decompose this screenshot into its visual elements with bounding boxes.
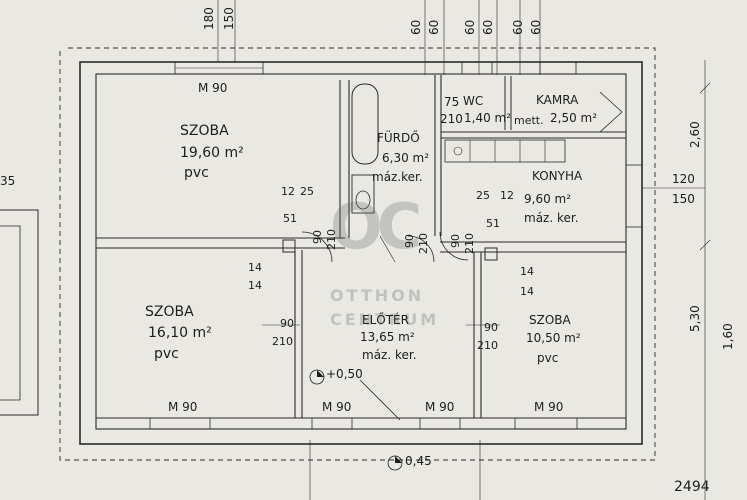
room-area-wc: 1,40 m² — [464, 111, 512, 125]
dim-right-260: 2,60 — [688, 121, 702, 148]
level-marker-045: 0,45 — [405, 454, 432, 468]
watermark-line2: CENTRUM — [330, 310, 440, 329]
level-marker-050: +0,50 — [326, 367, 363, 381]
door-dim-14b: 14 — [248, 279, 262, 292]
room-area-szoba-3: 10,50 m² — [526, 331, 581, 345]
watermark-logo: OC — [330, 190, 422, 263]
room-name-wc: WC — [463, 94, 484, 108]
dim-top-150: 150 — [222, 7, 236, 30]
door-dim-14c: 14 — [520, 265, 534, 278]
door-dim-90c: 90 — [311, 230, 324, 244]
door-dim-210b: 210 — [477, 339, 498, 352]
room-floor-eloter: máz. ker. — [362, 348, 417, 362]
door-dim-25b: 25 — [476, 189, 490, 202]
window-label-bottom-1: M 90 — [168, 400, 198, 414]
door-dim-90: 90 — [280, 317, 294, 330]
door-dim-210d: 210 — [417, 233, 430, 254]
door-dim-12: 12 — [281, 185, 295, 198]
room-area-konyha: 9,60 m² — [524, 192, 572, 206]
room-floor-szoba-2: pvc — [154, 346, 179, 362]
dim-top-60e: 60 — [511, 19, 525, 35]
room-name-szoba-3: SZOBA — [529, 313, 571, 327]
room-name-szoba-1: SZOBA — [180, 123, 229, 139]
dim-right-150: 150 — [672, 192, 695, 206]
window-label-bottom-2: M 90 — [322, 400, 352, 414]
window-label-bottom-3: M 90 — [425, 400, 455, 414]
dim-top-60b: 60 — [427, 19, 441, 35]
room-area-kamra: 2,50 m² — [550, 111, 598, 125]
corner-number: 2494 — [674, 479, 710, 495]
room-name-szoba-2: SZOBA — [145, 304, 194, 320]
dim-left-35: 35 — [0, 174, 16, 188]
room-floor-furdo: máz.ker. — [372, 170, 423, 184]
door-dim-90e: 90 — [449, 234, 462, 248]
room-area-eloter: 13,65 m² — [360, 330, 415, 344]
door-dim-51: 51 — [283, 212, 297, 225]
room-name-eloter: ELŐTÉR — [362, 313, 409, 327]
room-floor-konyha: máz. ker. — [524, 211, 579, 225]
window-label-top: M 90 — [198, 81, 228, 95]
dim-right-530: 5,30 — [688, 305, 702, 332]
room-area-szoba-2: 16,10 m² — [148, 325, 212, 341]
door-dim-12b: 12 — [500, 189, 514, 202]
watermark-line1: OTTHON — [330, 286, 425, 305]
room-floor-szoba-3: pvc — [537, 351, 559, 365]
door-dim-51b: 51 — [486, 217, 500, 230]
door-dim-210e: 210 — [463, 233, 476, 254]
door-dim-14d: 14 — [520, 285, 534, 298]
dim-right-160: 1,60 — [721, 323, 735, 350]
room-area-szoba-1: 19,60 m² — [180, 145, 244, 161]
dim-top-60c: 60 — [463, 19, 477, 35]
room-area-furdo: 6,30 m² — [382, 151, 430, 165]
door-dim-210: 210 — [272, 335, 293, 348]
door-dim-210c: 210 — [325, 229, 338, 250]
dim-right-120: 120 — [672, 172, 695, 186]
room-prefix-kamra: mett. — [514, 114, 544, 127]
door-dim-25: 25 — [300, 185, 314, 198]
dim-top-180: 180 — [202, 7, 216, 30]
wc-dim-top: 75 — [444, 95, 460, 109]
dim-top-60f: 60 — [529, 19, 543, 35]
room-name-furdo: FÜRDŐ — [377, 131, 420, 145]
wc-dim-bottom: 210 — [440, 112, 463, 126]
window-label-bottom-4: M 90 — [534, 400, 564, 414]
dim-top-60a: 60 — [409, 19, 423, 35]
dim-top-60d: 60 — [481, 19, 495, 35]
door-dim-90d: 90 — [403, 234, 416, 248]
door-dim-90b: 90 — [484, 321, 498, 334]
room-name-konyha: KONYHA — [532, 169, 583, 183]
door-dim-14: 14 — [248, 261, 262, 274]
room-floor-szoba-1: pvc — [184, 165, 209, 181]
room-name-kamra: KAMRA — [536, 93, 579, 107]
